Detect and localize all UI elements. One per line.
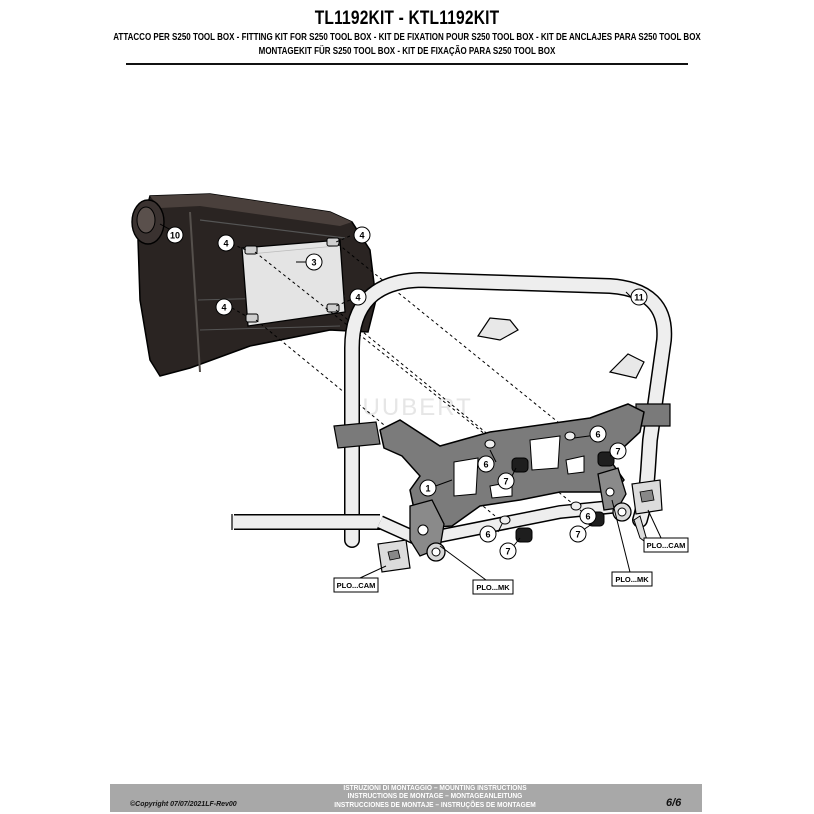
callout-4c: 4	[215, 298, 233, 316]
plo-cam-parts	[377, 479, 663, 573]
label-plo-cam-left: PLO...CAM	[333, 577, 379, 593]
header-divider	[126, 63, 688, 65]
callout-6b: 6	[589, 425, 607, 443]
label-plo-cam-right: PLO...CAM	[643, 537, 689, 553]
callout-7d: 7	[569, 525, 587, 543]
svg-text:6: 6	[585, 512, 590, 522]
svg-text:7: 7	[575, 530, 580, 540]
svg-text:4: 4	[221, 303, 226, 313]
svg-text:6: 6	[595, 430, 600, 440]
assembly-diagram: CUUBERT	[131, 193, 689, 595]
page-number: 6/6	[666, 797, 682, 809]
callout-3: 3	[305, 253, 323, 271]
part-code-labels: PLO...CAM PLO...CAM PLO...MK PLO...MK	[333, 537, 689, 595]
footer-bar	[110, 784, 702, 812]
footer-line-3: INSTRUCCIONES DE MONTAJE – INSTRUÇÕES DE…	[334, 799, 536, 809]
svg-text:PLO...CAM: PLO...CAM	[647, 541, 686, 550]
footer-instructions: ISTRUZIONI DI MONTAGGIO – MOUNTING INSTR…	[281, 783, 589, 809]
callout-1: 1	[419, 479, 437, 497]
footer-line-2: INSTRUCTIONS DE MONTAGE – MONTAGEANLEITU…	[347, 791, 523, 801]
page-title: TL1192KIT - KTL1192KIT	[314, 8, 500, 29]
toolbox	[131, 193, 377, 377]
page-subtitle-line1: ATTACCO PER S250 TOOL BOX - FITTING KIT …	[113, 32, 701, 43]
svg-text:4: 4	[355, 293, 360, 303]
callouts: 10 3 4 4 4 4 11 1	[166, 226, 648, 560]
svg-text:6: 6	[483, 460, 488, 470]
callout-6a: 6	[477, 455, 495, 473]
label-plo-mk-right: PLO...MK	[611, 571, 653, 587]
callout-10: 10	[166, 226, 184, 244]
svg-text:3: 3	[311, 258, 316, 268]
mounting-bracket	[379, 403, 645, 562]
callout-7b: 7	[609, 442, 627, 460]
svg-text:11: 11	[634, 293, 644, 303]
svg-text:6: 6	[485, 530, 490, 540]
label-plo-mk-center: PLO...MK	[472, 579, 514, 595]
svg-text:PLO...CAM: PLO...CAM	[337, 581, 376, 590]
footer-copyright: ©Copyright 07/07/2021LF-Rev00	[130, 801, 237, 808]
svg-text:10: 10	[170, 231, 180, 241]
watermark: CUUBERT	[343, 394, 473, 421]
svg-text:4: 4	[359, 231, 364, 241]
svg-text:7: 7	[503, 477, 508, 487]
page-subtitle-line2: MONTAGEKIT FÜR S250 TOOL BOX - KIT DE FI…	[258, 46, 556, 57]
callout-6c: 6	[479, 525, 497, 543]
callout-11: 11	[630, 288, 648, 306]
svg-text:PLO...MK: PLO...MK	[615, 575, 649, 584]
svg-text:7: 7	[505, 547, 510, 557]
callout-7c: 7	[499, 542, 517, 560]
callout-7a: 7	[497, 472, 515, 490]
svg-text:4: 4	[223, 239, 228, 249]
callout-4b: 4	[353, 226, 371, 244]
svg-text:PLO...MK: PLO...MK	[476, 583, 510, 592]
callout-6d: 6	[579, 507, 597, 525]
footer-line-1: ISTRUZIONI DI MONTAGGIO – MOUNTING INSTR…	[343, 783, 527, 792]
callout-4d: 4	[349, 288, 367, 306]
svg-text:1: 1	[425, 484, 430, 494]
svg-text:7: 7	[615, 447, 620, 457]
callout-4a: 4	[217, 234, 235, 252]
